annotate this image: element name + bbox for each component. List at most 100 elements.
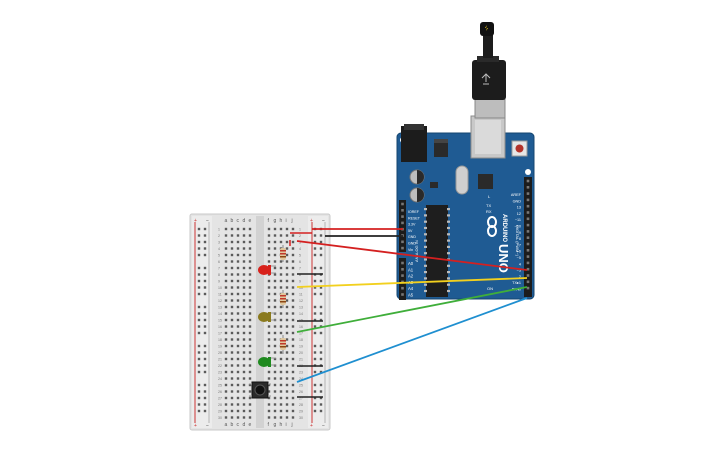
pin-label: A4 [408,286,414,291]
rail-plus-bottom-left: + [194,423,197,429]
row-number: 5 [218,254,220,258]
pin-label: RESET [408,216,421,220]
pin-label: 8 [519,237,521,241]
pin-label: ~3 [517,269,521,273]
rail-plus-bottom-right: + [310,423,313,429]
row-number: 21 [218,358,222,362]
tx-led-label: TX [486,203,491,208]
pin-label: ~6 [517,250,521,254]
column-letter: d [243,422,246,428]
row-number: 14 [218,312,222,316]
pin-label: A1 [408,267,414,272]
row-number: 4 [299,247,301,251]
row-number: 10 [299,286,303,290]
row-number: 4 [218,247,220,251]
row-number: 20 [218,351,222,355]
yellow-led[interactable] [258,312,276,322]
rx-led-label: RX [486,209,492,214]
column-letter: g [274,218,277,224]
pin-label: TX▸1 [512,281,521,285]
arduino-infinity-logo-icon [487,216,497,237]
row-number: 25 [218,384,222,388]
resistor[interactable] [280,290,286,308]
resistor[interactable] [280,245,286,262]
wires[interactable] [296,228,528,383]
row-number: 30 [218,416,222,420]
row-number: 14 [299,312,303,316]
row-number: 2 [299,234,301,238]
analog-header[interactable] [399,258,406,300]
rail-plus-top-left: + [194,218,197,224]
pin-label: A0 [408,261,414,266]
wire-pin-button [296,297,528,383]
row-number: 22 [218,364,222,368]
row-number: 1 [299,228,301,232]
pushbutton[interactable] [249,381,271,399]
pin-label: 2 [519,275,521,279]
row-number: 13 [218,306,222,310]
row-number: 8 [299,273,301,277]
row-number: 18 [218,338,222,342]
wire-pin-led-red [296,240,528,271]
row-number: 1 [218,228,220,232]
pin-label: IOREF [408,210,420,214]
pin-label: AREF [511,193,522,197]
row-number: 24 [218,377,222,381]
rail-minus-top-right: − [322,218,325,224]
row-number: 26 [299,390,303,394]
column-letter: d [243,218,246,224]
pin-label: A5 [408,293,414,298]
power-header[interactable] [399,200,406,252]
column-letter: h [280,422,283,428]
column-letter: b [231,218,234,224]
arduino-uno-board[interactable]: UNO ARDUINO L TX RX ON ANALOG IN DIGITAL… [396,115,535,300]
usb-chip [478,174,493,189]
row-number: 24 [299,377,303,381]
row-number: 17 [218,332,222,336]
green-led[interactable] [258,357,276,367]
resistor[interactable] [280,335,286,354]
row-number: 17 [299,332,303,336]
rail-minus-top-left: − [206,218,209,224]
row-number: 6 [218,260,220,264]
row-number: 13 [299,306,303,310]
row-number: 29 [218,410,222,414]
row-number: 28 [299,403,303,407]
pin-label: 7 [519,243,521,247]
row-number: 23 [218,371,222,375]
dc-power-jack[interactable] [401,126,427,162]
pin-label: GND [408,242,416,246]
digital-title: DIGITAL (PWM~) [515,225,520,257]
jumper-wires-ground[interactable] [289,232,323,398]
column-letter: c [237,422,240,428]
column-letter: f [268,422,270,428]
row-number: 29 [299,410,303,414]
row-number: 9 [218,280,220,284]
pin-label: ~5 [517,256,521,260]
column-letter: g [274,422,277,428]
column-letter: a [225,422,228,428]
column-letter: e [249,422,252,428]
row-number: 19 [218,345,222,349]
rail-plus-top-right: + [310,218,313,224]
pin-label: 13 [517,206,521,210]
rail-minus-bottom-left: − [206,423,209,429]
breadboard-holes[interactable] [197,227,323,419]
usb-cable[interactable] [472,22,506,119]
red-led[interactable] [258,265,276,275]
row-number: 27 [218,397,222,401]
column-letter: h [280,218,283,224]
l-led-label: L [488,194,491,199]
column-letter: i [286,422,287,428]
row-number: 12 [299,299,303,303]
row-number: 9 [299,280,301,284]
row-number: 12 [218,299,222,303]
arduino-logo-text: ARDUINO [501,214,507,242]
column-letter: j [291,218,293,224]
row-number: 5 [299,254,301,258]
row-number: 3 [218,241,220,245]
row-number: 11 [218,293,222,297]
